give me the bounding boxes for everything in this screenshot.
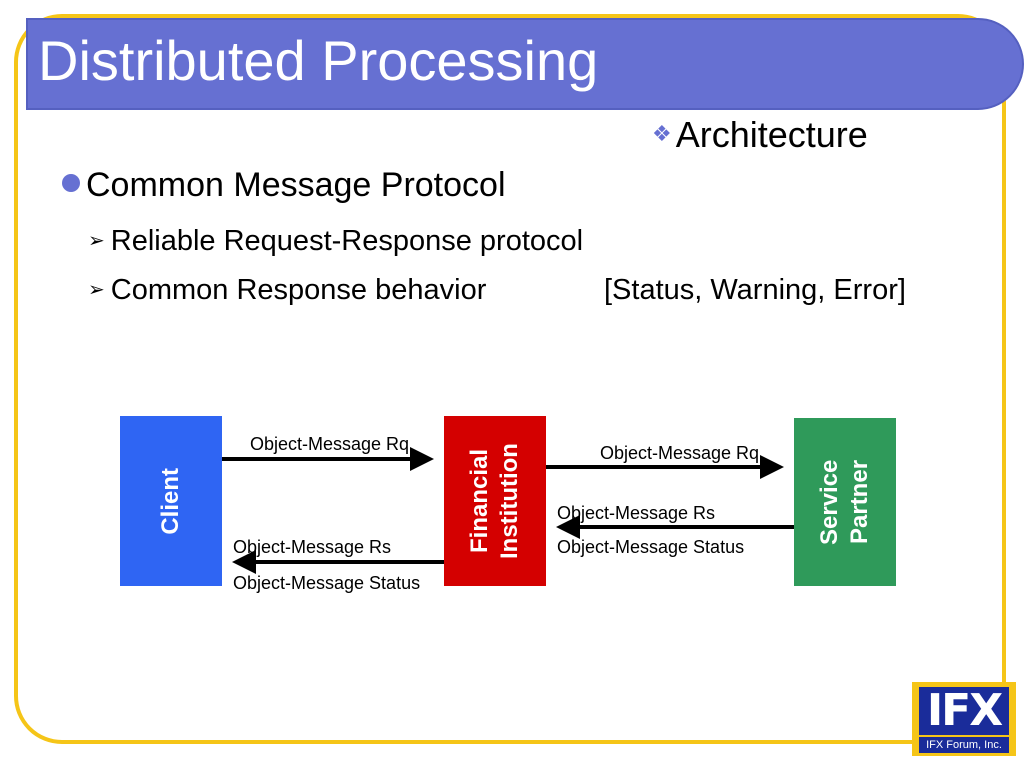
label-status-right: Object-Message Status — [557, 537, 745, 557]
service-partner-label: Service Partner — [816, 459, 873, 545]
label-status-left: Object-Message Status — [233, 573, 421, 593]
label-rs-left: Object-Message Rs — [233, 537, 392, 557]
client-label: Client — [157, 467, 184, 535]
round-bullet-icon — [62, 174, 80, 192]
sub-bullet-reliable: ➢Reliable Request-Response protocol — [88, 223, 583, 259]
logo-subtitle: IFX Forum, Inc. — [919, 737, 1009, 753]
label-rq-right: Object-Message Rq — [600, 443, 760, 463]
bullet-common-message-protocol: Common Message Protocol — [62, 164, 506, 206]
sub-bullet-note: [Status, Warning, Error] — [604, 274, 906, 306]
sub-bullet-text: Common Response behavior — [110, 274, 487, 306]
arrow-bullet-icon: ➢ — [88, 279, 105, 301]
diamond-bullet-icon: ❖ — [652, 121, 672, 146]
financial-institution-box: Financial Institution — [444, 416, 546, 586]
bullet-text: Common Message Protocol — [86, 166, 506, 204]
sub-bullet-common-response: ➢Common Response behavior — [88, 272, 486, 308]
financial-institution-label: Financial Institution — [466, 443, 523, 559]
ifx-logo: IFX IFX Forum, Inc. — [912, 682, 1016, 756]
slide-frame — [14, 14, 1006, 744]
sub-bullet-text: Reliable Request-Response protocol — [110, 225, 584, 257]
label-rq-left: Object-Message Rq — [250, 434, 410, 454]
label-rs-right: Object-Message Rs — [557, 503, 716, 523]
service-partner-box: Service Partner — [794, 418, 896, 586]
logo-mark: IFX — [919, 687, 1009, 735]
title-bar: Distributed Processing — [26, 18, 1024, 110]
arrow-bullet-icon: ➢ — [88, 230, 105, 252]
slide-title: Distributed Processing — [38, 29, 599, 92]
section-label: ❖Architecture — [652, 113, 868, 156]
section-label-text: Architecture — [675, 114, 868, 155]
client-box: Client — [120, 416, 222, 586]
